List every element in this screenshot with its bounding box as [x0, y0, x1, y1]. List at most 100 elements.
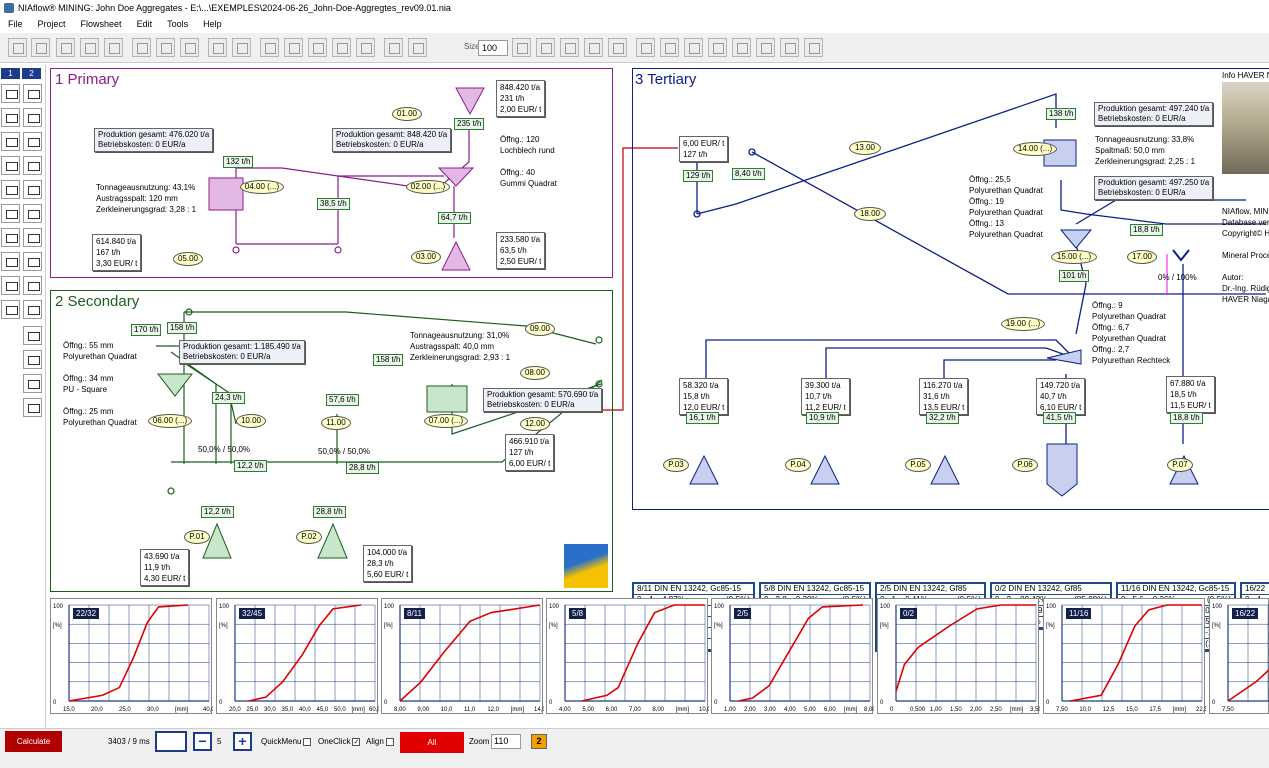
flow-label[interactable]: 170 t/h — [131, 324, 162, 336]
node-07-00[interactable]: 07.00 (...) — [424, 414, 468, 428]
node-14-00[interactable]: 14.00 (...) — [1013, 142, 1057, 156]
excavator-element-button[interactable] — [23, 156, 42, 175]
flow-label[interactable]: 57,6 t/h — [326, 394, 359, 406]
menu-file[interactable]: File — [8, 19, 23, 29]
node-09-00[interactable]: 09.00 — [525, 322, 555, 336]
quickmenu-checkbox[interactable]: QuickMenu — [261, 737, 312, 746]
node-05-00[interactable]: 05.00 — [173, 252, 203, 266]
flow-label[interactable]: 64,7 t/h — [438, 212, 471, 224]
product-p07-box[interactable]: 67.880 t/a 18,5 t/h 11,5 EUR/ t — [1166, 376, 1215, 413]
zoom-input[interactable]: 110 — [491, 734, 521, 749]
stockpile-element-button[interactable] — [1, 252, 20, 271]
screen-element-button[interactable] — [1, 84, 20, 103]
flow-label[interactable]: 129 t/h — [683, 170, 714, 182]
flow-label[interactable]: 12,2 t/h — [234, 460, 267, 472]
product-p04-box[interactable]: 39.300 t/a 10,7 t/h 11,2 EUR/ t — [801, 378, 850, 415]
hand-tool-icon[interactable] — [155, 731, 187, 752]
increment-button[interactable]: + — [233, 732, 252, 751]
node-04-00[interactable]: 04.00 (...) — [240, 180, 284, 194]
filter-element-button[interactable] — [23, 276, 42, 295]
node-02-00[interactable]: 02.00 (...) — [406, 180, 450, 194]
flow-label[interactable]: 138 t/h — [1046, 108, 1077, 120]
same-width-button[interactable] — [684, 38, 703, 57]
product-p05-box[interactable]: 116.270 t/a 31,6 t/h 13,5 EUR/ t — [919, 378, 969, 415]
flow-label[interactable]: 132 t/h — [223, 156, 254, 168]
delete-tool-button[interactable] — [8, 38, 27, 57]
flow-label[interactable]: 41,5 t/h — [1043, 412, 1076, 424]
flow-label[interactable]: 24,3 t/h — [212, 392, 245, 404]
align-center-button[interactable] — [536, 38, 555, 57]
product-node-p02[interactable]: P.02 — [296, 530, 322, 544]
flow-label[interactable]: 28,8 t/h — [313, 506, 346, 518]
add-label-button[interactable] — [332, 38, 351, 57]
menu-help[interactable]: Help — [203, 19, 222, 29]
product-node-p03[interactable]: P.03 — [663, 458, 689, 472]
distributor-element-button[interactable] — [23, 204, 42, 223]
rail-element-button[interactable] — [1, 180, 20, 199]
distribute-h-button[interactable] — [636, 38, 655, 57]
product-p03-box[interactable]: 58.320 t/a 15,8 t/h 12,0 EUR/ t — [679, 378, 729, 415]
ungroup-button[interactable] — [804, 38, 823, 57]
table-element-button[interactable] — [23, 374, 42, 393]
flow-label[interactable]: 10,9 t/h — [806, 412, 839, 424]
product-node-p06[interactable]: P.06 — [1012, 458, 1038, 472]
chart-tool-button[interactable] — [408, 38, 427, 57]
wheel-element-button[interactable] — [23, 300, 42, 319]
add-line-button[interactable] — [308, 38, 327, 57]
diagonal-tool-button[interactable] — [232, 38, 251, 57]
align-left-button[interactable] — [512, 38, 531, 57]
grading-curve-plot[interactable]: 1000[%]1,002,003,004,005,006,00[mm]8,002… — [711, 598, 874, 714]
line-tool-button[interactable] — [208, 38, 227, 57]
node-08-00[interactable]: 08.00 — [520, 366, 550, 380]
stack-button[interactable] — [756, 38, 775, 57]
calculate-button[interactable]: Calculate — [5, 731, 62, 752]
primary-output-box-1[interactable]: 614.840 t/a 167 t/h 3,30 EUR/ t — [92, 234, 142, 271]
cone-element-button[interactable] — [23, 326, 42, 345]
help-badge-icon[interactable]: 2 — [531, 734, 547, 749]
feed-info-box[interactable]: 848.420 t/a 231 t/h 2,00 EUR/ t — [496, 80, 546, 117]
bin-element-button[interactable] — [1, 204, 20, 223]
flow-label[interactable]: 18,8 t/h — [1170, 412, 1203, 424]
section-primary[interactable]: 1 Primary — [50, 68, 613, 278]
flow-label[interactable]: 12,2 t/h — [201, 506, 234, 518]
brush-tool-button[interactable] — [180, 38, 199, 57]
secondary-feed-box[interactable]: 466.910 t/a 127 t/h 6,00 EUR/ t — [505, 434, 555, 471]
flow-label[interactable]: 8,40 t/h — [732, 168, 765, 180]
draw-tool-button[interactable] — [56, 38, 75, 57]
add-text-button[interactable] — [260, 38, 279, 57]
node-03-00[interactable]: 03.00 — [411, 250, 441, 264]
node-19-00[interactable]: 19.00 (...) — [1001, 317, 1045, 331]
align-top-button[interactable] — [584, 38, 603, 57]
node-18-00[interactable]: 18.00 — [854, 207, 886, 221]
flowsheet-canvas[interactable]: 1 Primary 2 Secondary 3 Tertiary Produkt… — [46, 64, 1269, 652]
product-p02-box[interactable]: 104.000 t/a 28,3 t/h 5,60 EUR/ t — [363, 545, 413, 582]
copy-tool-button[interactable] — [104, 38, 123, 57]
classifier-element-button[interactable] — [1, 300, 20, 319]
jaw-element-button[interactable] — [23, 350, 42, 369]
node-13-00[interactable]: 13.00 — [849, 141, 881, 155]
product-node-p04[interactable]: P.04 — [785, 458, 811, 472]
oneclick-checkbox[interactable]: OneClick✓ — [318, 737, 361, 746]
primary-output-box-2[interactable]: 233.580 t/a 63,5 t/h 2,50 EUR/ t — [496, 232, 546, 269]
pen-tool-button[interactable] — [384, 38, 403, 57]
product-node-p01[interactable]: P.01 — [184, 530, 210, 544]
flow-label[interactable]: 32,2 t/h — [926, 412, 959, 424]
edit-tool-button[interactable] — [80, 38, 99, 57]
product-p01-box[interactable]: 43.690 t/a 11,9 t/h 4,30 EUR/ t — [140, 549, 190, 586]
bowl-element-button[interactable] — [1, 276, 20, 295]
flow-label[interactable]: 18,8 t/h — [1130, 224, 1163, 236]
node-17-00[interactable]: 17.00 — [1127, 250, 1157, 264]
same-height-button[interactable] — [708, 38, 727, 57]
hopper-element-button[interactable] — [1, 108, 20, 127]
tank-element-button[interactable] — [1, 228, 20, 247]
flow-label[interactable]: 16,1 t/h — [686, 412, 719, 424]
